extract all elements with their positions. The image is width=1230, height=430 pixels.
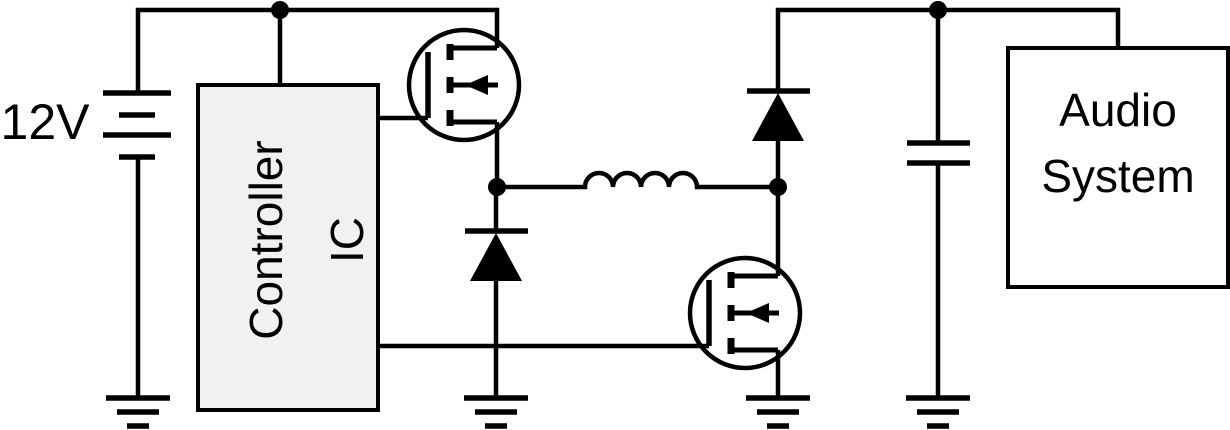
ground-battery-icon <box>106 398 170 426</box>
audio-label-line1: Audio <box>1059 84 1177 136</box>
audio-system-block: Audio System <box>1006 46 1230 289</box>
audio-system-box <box>1006 46 1230 289</box>
mosfet-body-circle <box>406 27 522 143</box>
ground-freewheel-diode-icon <box>464 398 528 426</box>
mosfet-body-arrow-icon <box>746 303 769 323</box>
junction-input-rail <box>271 1 289 19</box>
freewheel-diode <box>465 228 528 281</box>
output-rail-wire <box>775 7 1121 91</box>
mosfet-body-circle <box>687 255 803 371</box>
ground-low-side-mosfet-icon <box>746 398 810 426</box>
inductor <box>497 170 778 190</box>
controller-ic-box <box>196 83 380 412</box>
controller-ic-block: Controller IC <box>196 83 380 412</box>
output-capacitor <box>907 140 970 166</box>
controller-label-line2: IC <box>321 217 373 263</box>
junction-output-rail <box>929 1 947 19</box>
audio-label-line2: System <box>1041 150 1194 202</box>
battery <box>103 90 171 160</box>
junction-switch-node-a <box>488 178 506 196</box>
controller-label-line1: Controller <box>240 140 292 339</box>
junction-switch-node-b <box>769 178 787 196</box>
diode-triangle <box>752 93 804 141</box>
wires <box>135 7 1121 398</box>
ground-capacitor-icon <box>906 398 970 426</box>
input-rail-wire <box>135 7 500 93</box>
diode-triangle <box>470 233 522 281</box>
junction-dots <box>271 1 947 196</box>
output-diode <box>747 88 810 141</box>
high-side-mosfet <box>406 27 522 143</box>
battery-voltage-label: 12V <box>1 94 91 150</box>
mosfet-body-arrow-icon <box>465 75 488 95</box>
low-side-mosfet <box>687 255 803 371</box>
